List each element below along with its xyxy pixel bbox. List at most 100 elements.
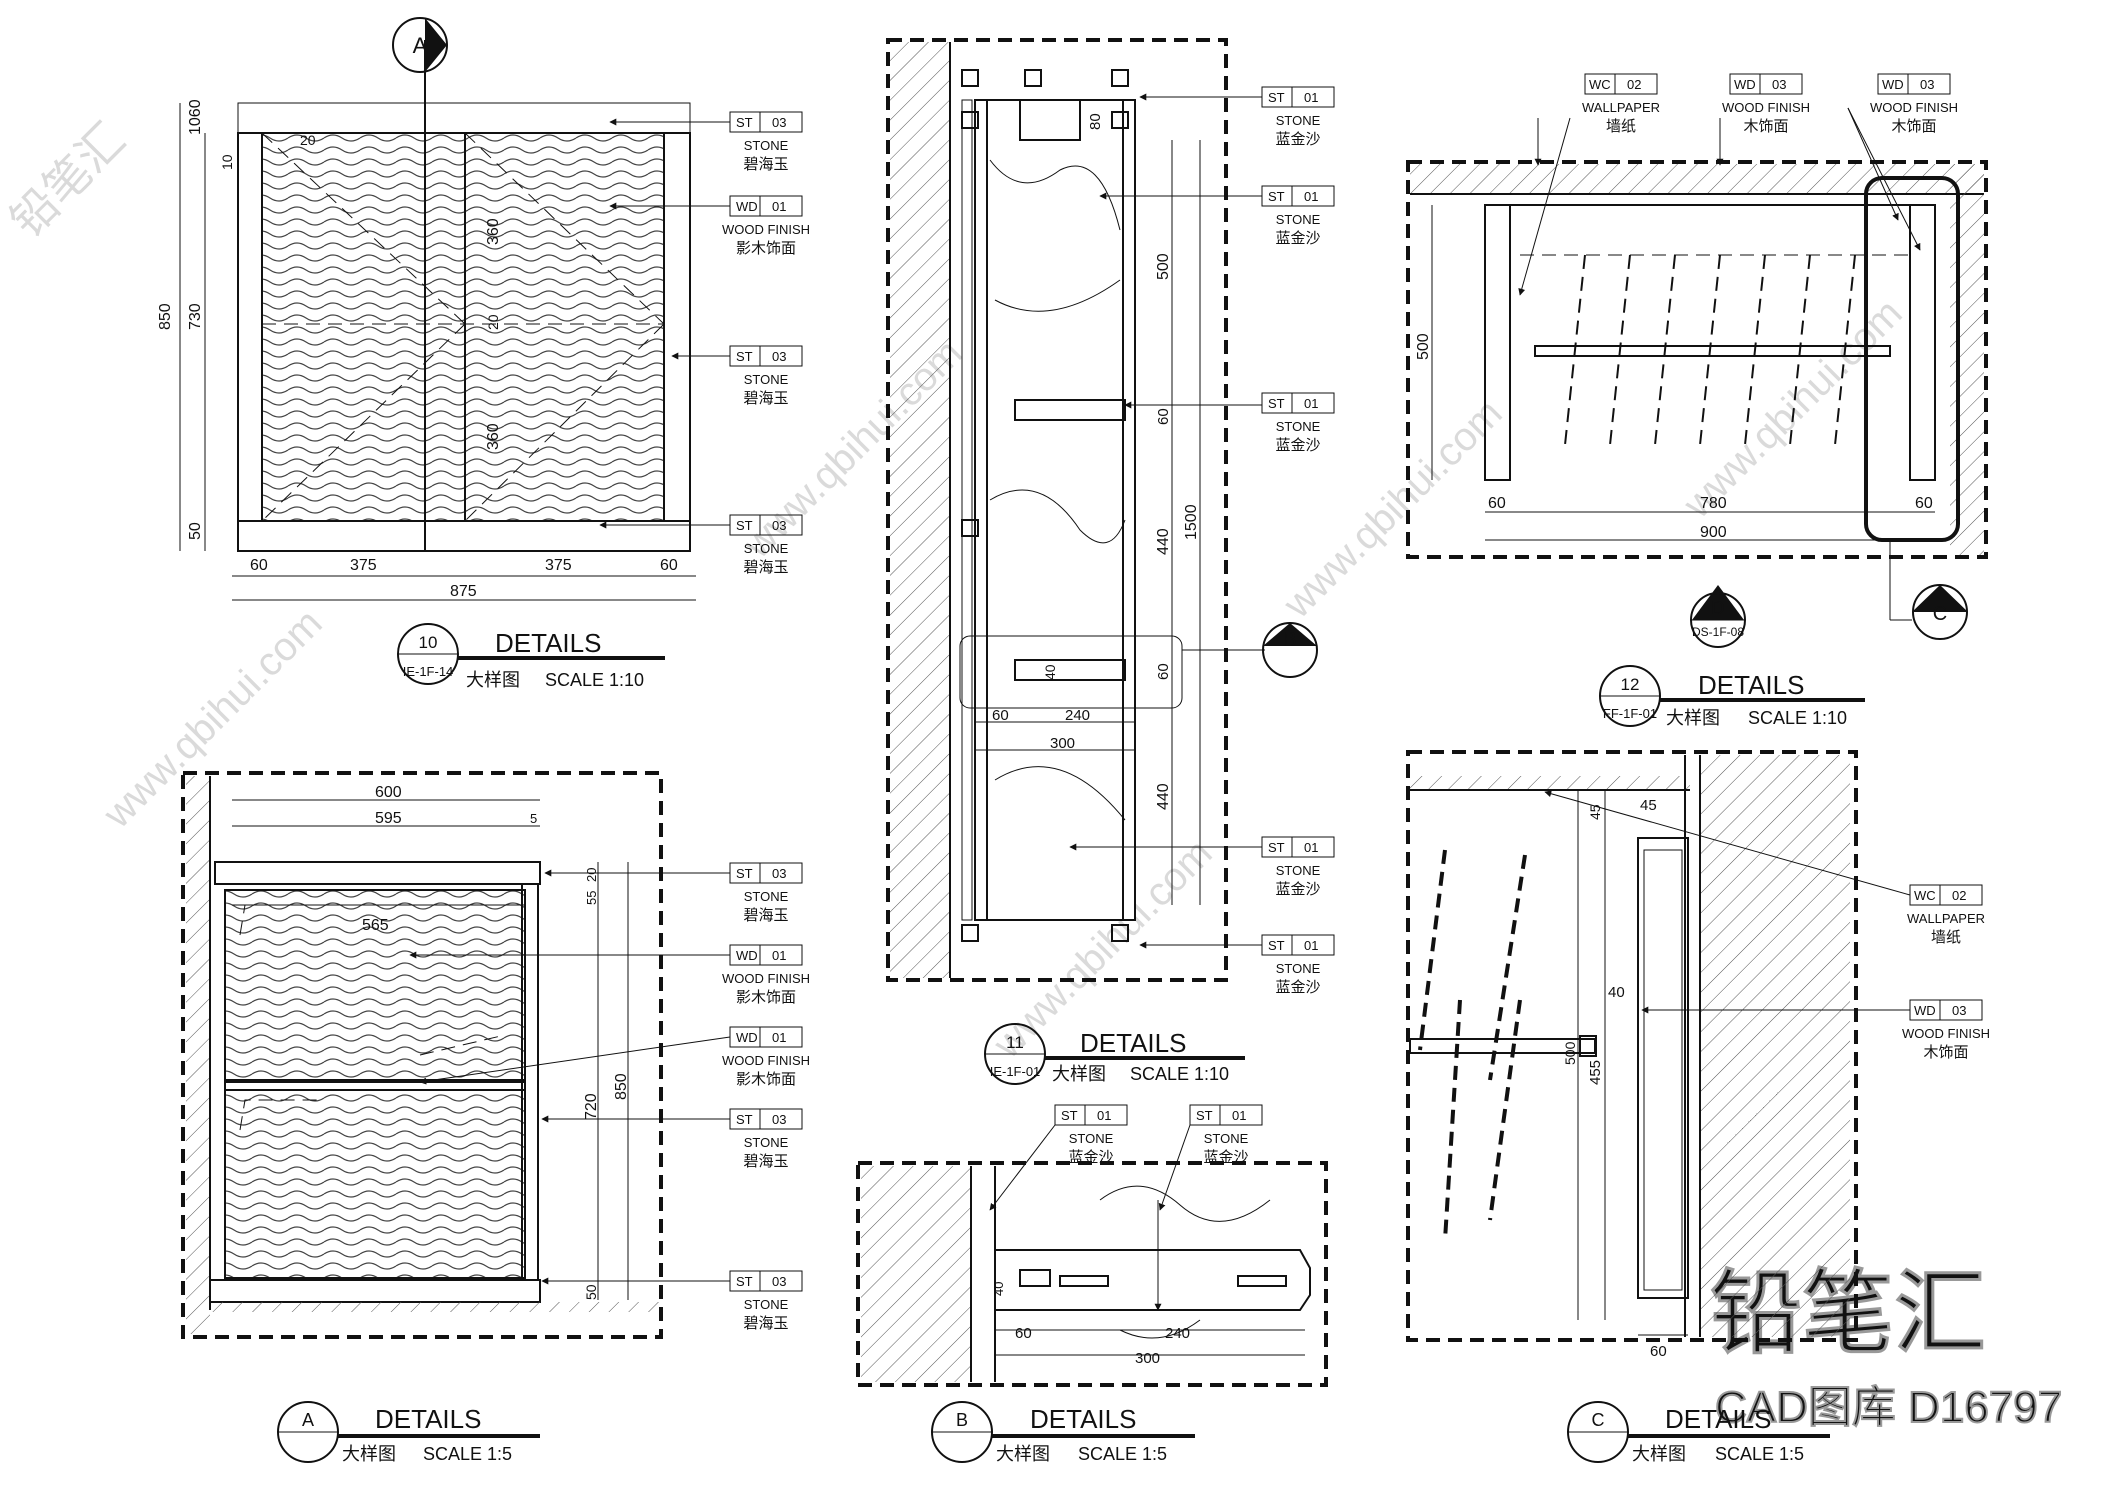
wall-hatch [1700,755,1850,1337]
svg-text:ST: ST [736,866,753,881]
dim-40: 40 [1608,984,1625,1001]
svg-text:03: 03 [772,866,786,881]
title-cn: 大样图 [996,1444,1050,1464]
title-cn: 大样图 [1632,1444,1686,1464]
leader [1544,790,1911,896]
dim-375: 375 [350,557,377,574]
svg-text:碧海玉: 碧海玉 [743,907,788,924]
svg-text:WD: WD [1734,77,1756,92]
svg-text:ST: ST [1268,938,1285,953]
dim-360: 360 [485,423,502,450]
watermark-code: CAD图库 D16797 [1715,1383,2062,1432]
svg-text:03: 03 [772,1112,786,1127]
dim-900: 900 [1700,524,1727,541]
svg-text:STONE: STONE [744,138,789,153]
svg-text:01: 01 [772,1030,786,1045]
dim-850: 850 [613,1073,630,1100]
marker-arrow [1263,623,1317,646]
section-marker-d: D DS-1F-08 [1690,585,1746,648]
title-scale: SCALE 1:10 [1130,1064,1229,1084]
svg-text:01: 01 [1232,1108,1246,1123]
dashed-diag [464,132,665,325]
dim-60: 60 [1155,663,1172,680]
marker-ref: DS-1F-08 [1692,625,1744,639]
dim-595: 595 [375,810,402,827]
dim-45: 45 [1640,797,1657,814]
dim-60: 60 [250,557,268,574]
boundary [1406,750,1858,1342]
column-edge [1122,99,1136,921]
title-scale: SCALE 1:5 [423,1444,512,1464]
dashed-diag [464,323,665,522]
svg-text:STONE: STONE [1276,419,1321,434]
title-cn: 大样图 [466,670,520,690]
svg-text:碧海玉: 碧海玉 [743,156,788,173]
svg-text:02: 02 [1952,888,1966,903]
svg-text:WD: WD [1882,77,1904,92]
watermark-brand: 铅笔汇 [0,113,134,247]
dim-600: 600 [375,784,402,801]
dim-60: 60 [1915,495,1933,512]
dim-10: 10 [219,154,235,170]
block [961,69,979,87]
dim-55: 55 [584,891,599,905]
svg-text:影木饰面: 影木饰面 [736,240,796,257]
hangers [1520,254,1910,446]
svg-text:ST: ST [1268,90,1285,105]
top-band [237,102,691,134]
dim-60: 60 [1155,408,1172,425]
svg-text:WD: WD [736,199,758,214]
svg-text:ST: ST [736,1274,753,1289]
dim-20: 20 [485,314,501,330]
title-scale: SCALE 1:10 [545,670,644,690]
title-block-11: 11 IE-1F-01 DETAILS 大样图 SCALE 1:10 [984,1023,1245,1085]
svg-text:STONE: STONE [1276,212,1321,227]
svg-text:ST: ST [1268,189,1285,204]
dim-5: 5 [530,811,537,826]
dim-565: 565 [362,917,389,934]
title-text: DETAILS [1698,670,1804,700]
side-panel-right [1909,204,1936,481]
svg-text:STONE: STONE [744,1297,789,1312]
svg-text:WD: WD [736,948,758,963]
svg-text:蓝金沙: 蓝金沙 [1275,131,1320,148]
svg-text:STONE: STONE [744,1135,789,1150]
floor-hatch [210,1302,660,1312]
svg-text:蓝金沙: 蓝金沙 [1275,881,1320,898]
dim-1500: 1500 [1183,504,1200,540]
title-block-a: A DETAILS 大样图 SCALE 1:5 [277,1401,540,1464]
column-edge [974,99,988,921]
detail-11: B 80 500 60 1500 440 40 60 440 60 240 30… [886,38,1335,1085]
svg-text:ST: ST [1268,840,1285,855]
title-cn: 大样图 [342,1444,396,1464]
svg-text:03: 03 [1772,77,1786,92]
svg-text:01: 01 [1304,840,1318,855]
dim-60: 60 [1488,495,1506,512]
marker-letter: C [1933,603,1947,625]
svg-text:影木饰面: 影木饰面 [736,989,796,1006]
svg-text:木饰面: 木饰面 [1923,1044,1968,1061]
dim-440: 440 [1155,783,1172,810]
dim-60: 60 [660,557,678,574]
svg-text:03: 03 [1920,77,1934,92]
boundary [1406,160,1988,559]
wall-hatch [186,776,210,1334]
stone-upper [224,889,526,1083]
leader [989,1124,1056,1211]
title-block-12: 12 FF-1F-01 DETAILS 大样图 SCALE 1:10 [1599,665,1865,728]
svg-text:01: 01 [1304,938,1318,953]
block [1111,924,1129,942]
